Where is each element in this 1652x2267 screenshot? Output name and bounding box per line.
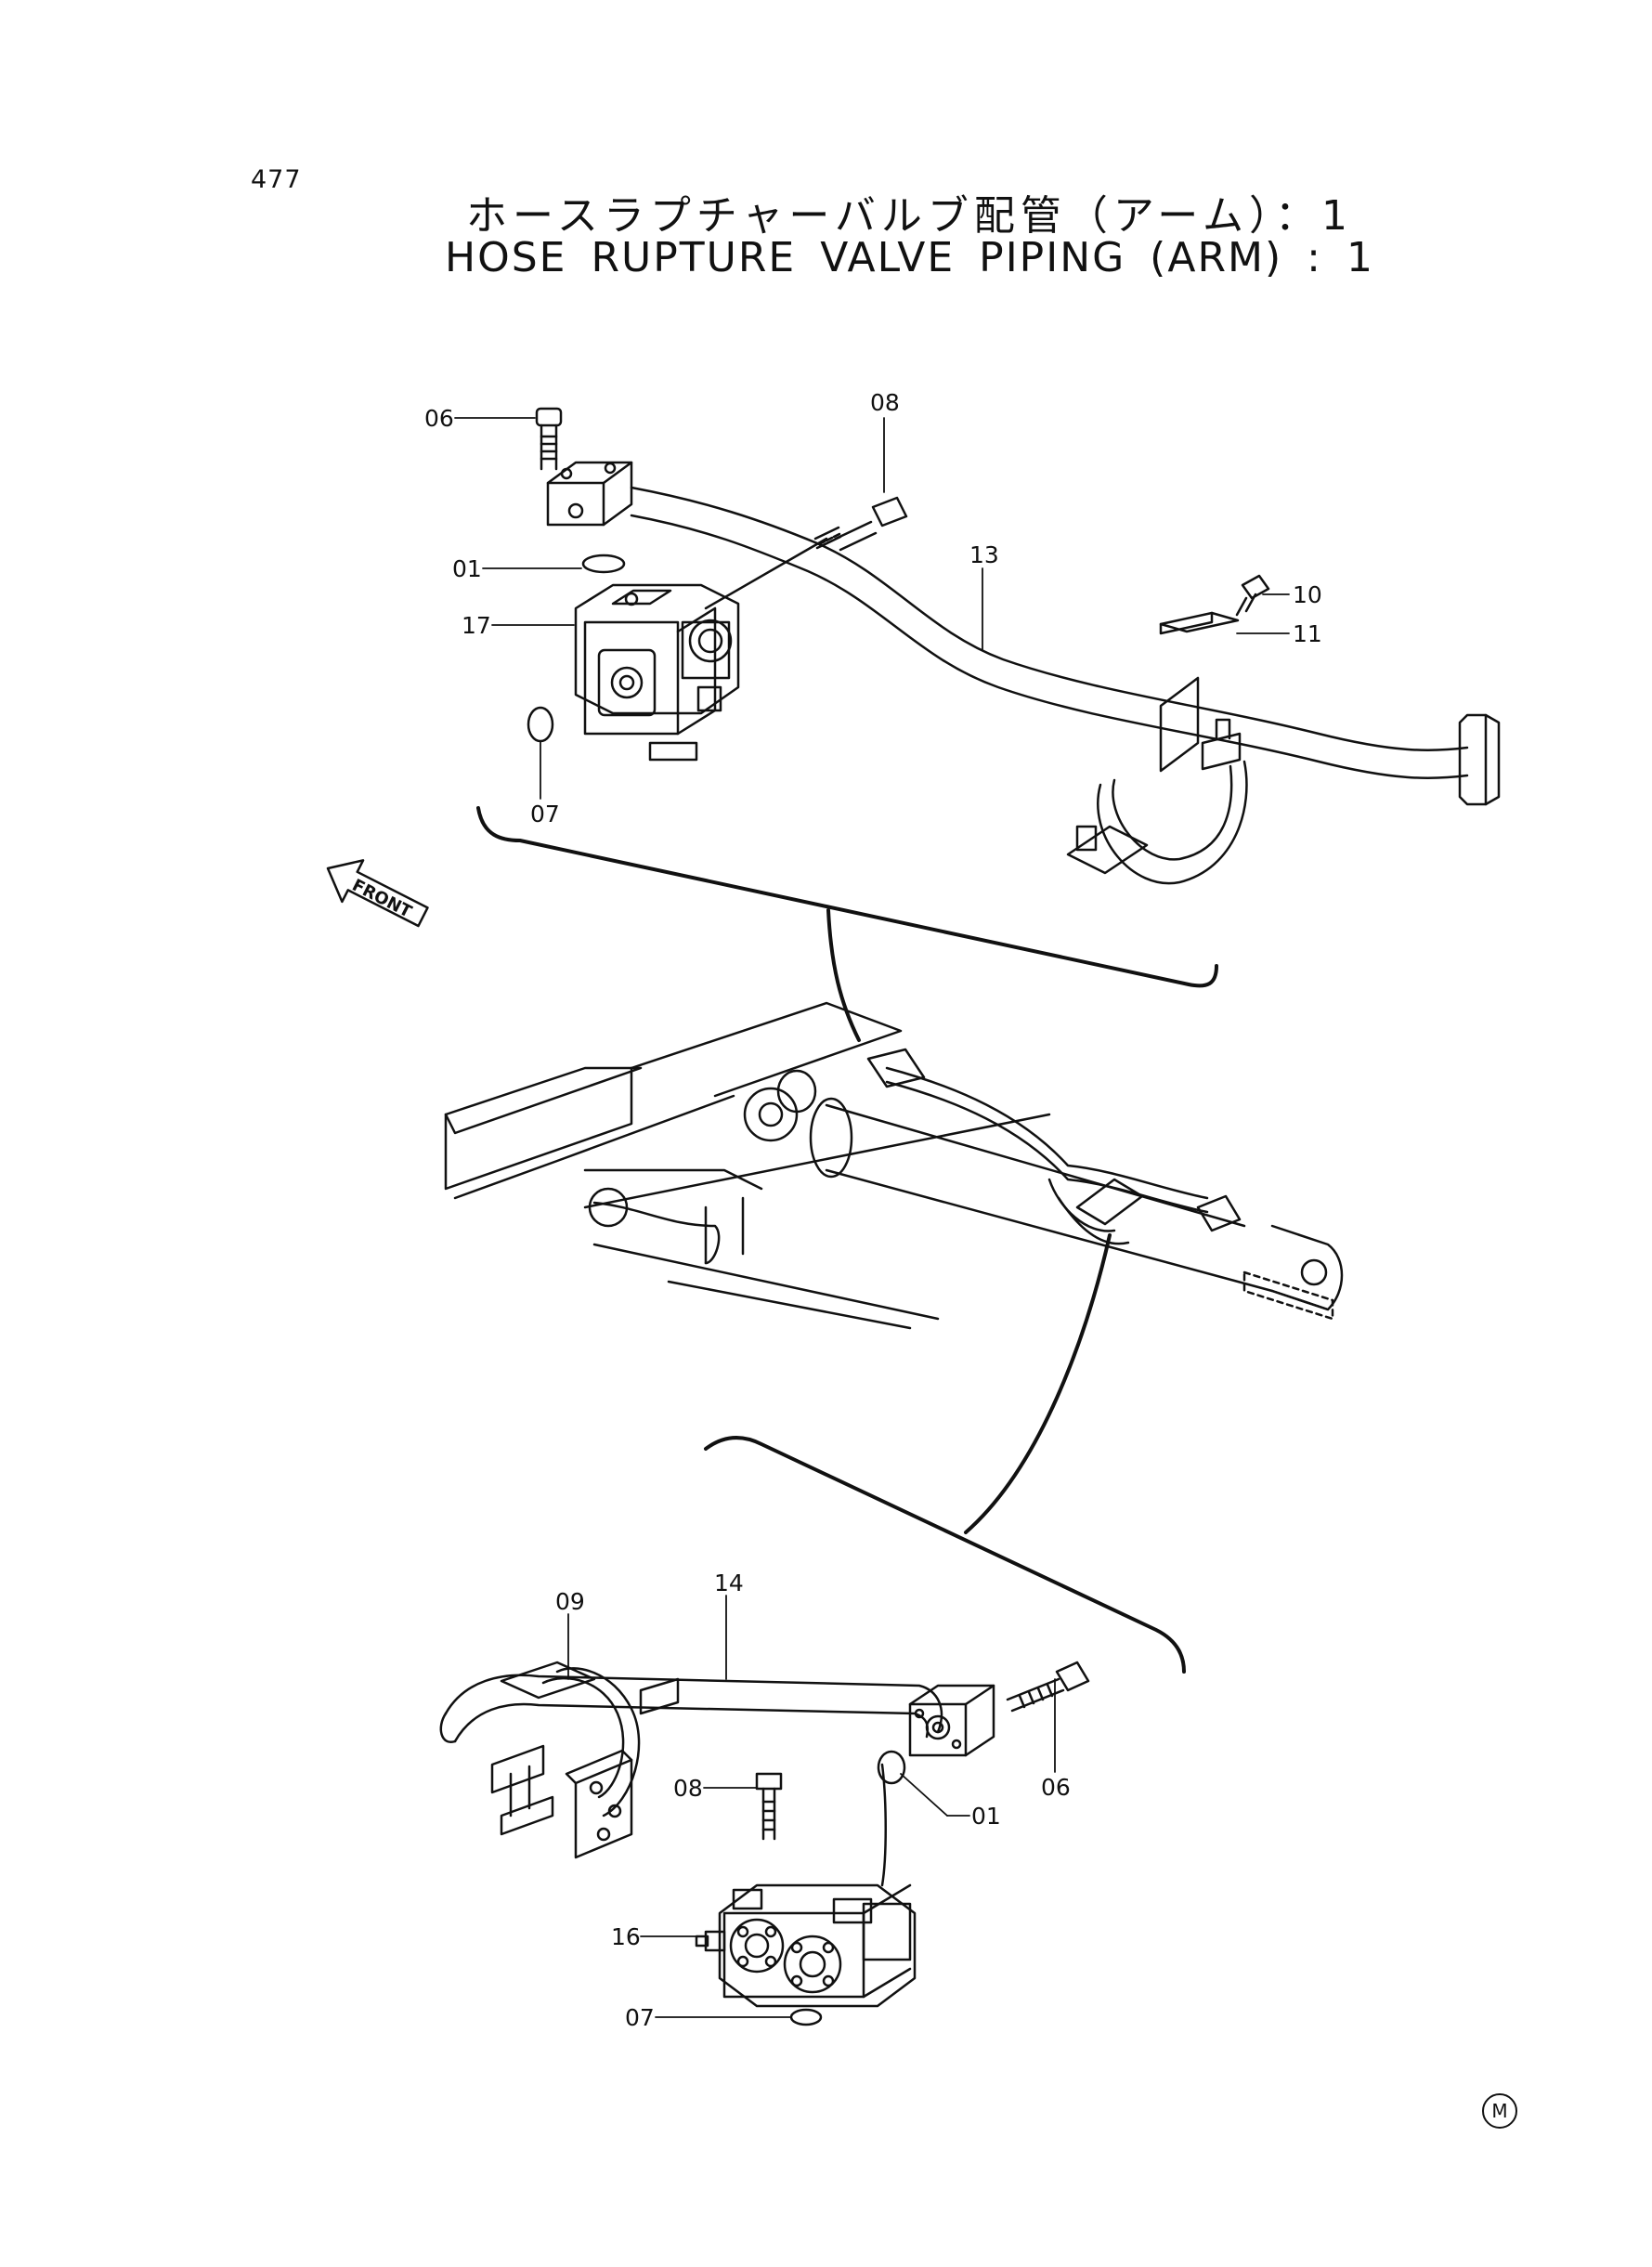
pipe-13 [630,486,1469,780]
callout-09: 09 [555,1588,585,1615]
leader-bracket-bottom [704,1436,1186,1674]
callout-10: 10 [1293,581,1322,608]
callout-06-bottom: 06 [1041,1774,1071,1801]
callout-08-top: 08 [870,389,900,416]
o-ring-07-bottom [789,2008,823,2026]
bottom-detail-group [439,1661,1090,2026]
front-arrow [326,859,429,928]
page-title-japanese: ホースラプチャーバルブ配管（アーム）：1 [466,192,1353,240]
leader-curve-upper [826,908,861,1042]
callout-01-bottom: 01 [971,1803,1001,1830]
callout-07-top: 07 [530,801,560,827]
flange-block-top [546,461,633,527]
callout-01-top: 01 [452,555,482,582]
flange-block-bottom [908,1684,995,1757]
o-ring-01-bottom [877,1750,906,1785]
callout-16: 16 [611,1923,641,1950]
manufacturer-mark: M [1482,2093,1517,2129]
bolt-06-top [535,407,563,471]
callout-06-top: 06 [424,405,454,432]
pipe-end-fitting [1458,713,1501,806]
o-ring-07-top [527,706,554,743]
leader-bracket-top [476,806,1218,988]
o-ring-01-top [581,554,626,574]
pipe-14 [439,1674,943,1743]
bottom-callout-labels: 09 14 06 08 01 16 07 [555,1570,1071,2031]
front-label: FRONT [349,876,415,922]
top-callout-labels: 06 08 01 13 10 11 17 07 [424,389,1322,827]
callout-14: 14 [714,1570,744,1596]
bracket-11 [1159,611,1240,635]
clamp-top [1066,676,1248,885]
callout-17: 17 [462,612,491,639]
valve-16 [695,1763,917,2008]
bottom-leader-lines [567,1595,1056,2018]
page-title-english: HOSE RUPTURE VALVE PIPING (ARM) : 1 [445,234,1374,281]
page-number: 477 [251,165,302,194]
bolt-08-top [813,496,908,552]
leader-curve-lower [964,1233,1112,1534]
top-detail-group [476,407,1501,988]
bolt-08-bottom [755,1772,783,1841]
top-leader-lines [454,417,1290,800]
arm-assembly [444,1001,1344,1330]
valve-17 [574,583,740,762]
bolt-10 [1235,574,1270,617]
callout-08-bottom: 08 [673,1775,703,1802]
bolt-06-bottom [1006,1661,1090,1713]
callout-11: 11 [1293,620,1322,647]
callout-07-bottom: 07 [625,2004,655,2031]
tube-link-top [704,537,828,610]
callout-13: 13 [969,541,999,568]
clamp-09 [490,1661,680,1859]
